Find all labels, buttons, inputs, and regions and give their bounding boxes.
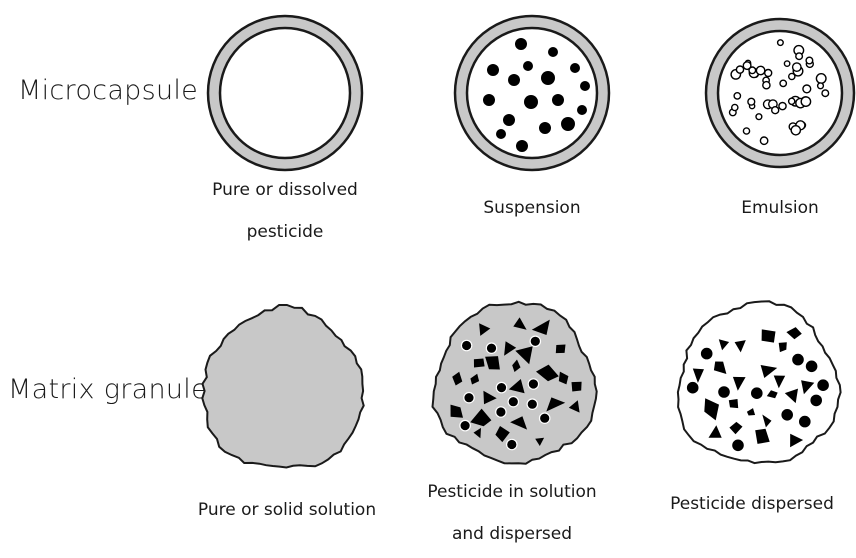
particle-dot — [552, 94, 564, 106]
droplet — [796, 53, 803, 60]
droplet — [818, 83, 824, 89]
droplet — [749, 67, 756, 74]
particle-dot — [516, 140, 528, 152]
particle-dot — [800, 416, 810, 426]
particle-shard — [474, 359, 485, 368]
droplet — [748, 98, 755, 105]
caption-line: Pure or dissolved — [195, 172, 375, 214]
caption-emulsion: Emulsion — [710, 190, 850, 232]
particle-dot — [793, 354, 803, 364]
caption-line: Pure or solid solution — [182, 492, 392, 534]
granule-pure — [202, 305, 363, 468]
particle-dot — [719, 387, 729, 397]
droplet — [780, 80, 786, 86]
particle-dot — [486, 343, 496, 353]
caption-line: Suspension — [452, 190, 612, 232]
microcapsule-pure — [208, 16, 362, 170]
particle-shard — [572, 382, 582, 392]
particle-dot — [464, 393, 474, 403]
droplet — [784, 61, 789, 66]
droplet — [772, 107, 779, 114]
particle-dot — [496, 382, 506, 392]
particle-dot — [508, 74, 520, 86]
particle-dot — [527, 399, 537, 409]
particle-dot — [540, 413, 550, 423]
particle-dot — [530, 336, 540, 346]
particle-dot — [524, 95, 538, 109]
granule-dispersed — [678, 301, 841, 463]
capsule-core — [220, 28, 350, 158]
granule-solution-dispersed — [433, 302, 597, 464]
caption-dispersed: Pesticide dispersed — [662, 486, 842, 528]
particle-dot — [507, 439, 517, 449]
particle-dot — [577, 105, 587, 115]
particle-dot — [496, 129, 506, 139]
caption-line: pesticide — [195, 214, 375, 256]
droplet — [732, 104, 738, 110]
caption-line: Pesticide in solution — [412, 474, 612, 516]
particle-dot — [523, 61, 533, 71]
droplet — [734, 93, 740, 99]
caption-solution-dispersed: Pesticide in solution and dispersed — [412, 474, 612, 558]
particle-shard — [729, 399, 738, 408]
particle-dot — [496, 407, 506, 417]
particle-dot — [752, 388, 762, 398]
droplet — [789, 98, 795, 104]
droplet — [779, 103, 786, 110]
droplet — [760, 137, 767, 144]
droplet — [765, 70, 772, 77]
particle-dot — [539, 122, 551, 134]
microcapsule-suspension — [455, 16, 609, 170]
particle-dot — [483, 94, 495, 106]
droplet — [816, 74, 826, 84]
microcapsule-emulsion — [706, 19, 854, 167]
caption-line: Emulsion — [710, 190, 850, 232]
caption-pure-dissolved: Pure or dissolved pesticide — [195, 172, 375, 256]
particle-dot — [702, 348, 712, 358]
droplet — [756, 66, 764, 74]
caption-line: and dispersed — [412, 516, 612, 558]
particle-dot — [580, 81, 590, 91]
particle-dot — [782, 410, 792, 420]
shapes-canvas — [0, 0, 856, 540]
caption-suspension: Suspension — [452, 190, 612, 232]
droplet — [822, 90, 829, 97]
particle-dot — [818, 380, 828, 390]
particle-dot — [461, 340, 471, 350]
particle-dot — [561, 117, 575, 131]
particle-dot — [460, 420, 470, 430]
particle-dot — [487, 64, 499, 76]
droplet — [743, 128, 749, 134]
particle-dot — [688, 383, 698, 393]
granule-body — [202, 305, 363, 468]
particle-dot — [503, 114, 515, 126]
droplet — [791, 126, 800, 135]
particle-dot — [508, 397, 518, 407]
diagram: Microcapsule Matrix granule Pure or diss… — [0, 0, 856, 540]
droplet — [736, 66, 743, 73]
particle-dot — [548, 47, 558, 57]
particle-dot — [806, 361, 816, 371]
droplet — [793, 63, 801, 71]
droplet — [803, 85, 811, 93]
caption-pure-solid: Pure or solid solution — [182, 492, 392, 534]
particle-dot — [570, 63, 580, 73]
droplet — [806, 57, 813, 64]
particle-dot — [811, 395, 821, 405]
particle-dot — [515, 38, 527, 50]
droplet — [763, 82, 770, 89]
particle-shard — [762, 329, 776, 342]
particle-dot — [733, 440, 743, 450]
droplet — [778, 40, 784, 46]
caption-line: Pesticide dispersed — [662, 486, 842, 528]
capsule-core — [467, 28, 597, 158]
particle-dot — [541, 71, 555, 85]
droplet — [801, 97, 810, 106]
droplet — [756, 114, 762, 120]
particle-dot — [528, 379, 538, 389]
particle-shard — [556, 345, 566, 354]
